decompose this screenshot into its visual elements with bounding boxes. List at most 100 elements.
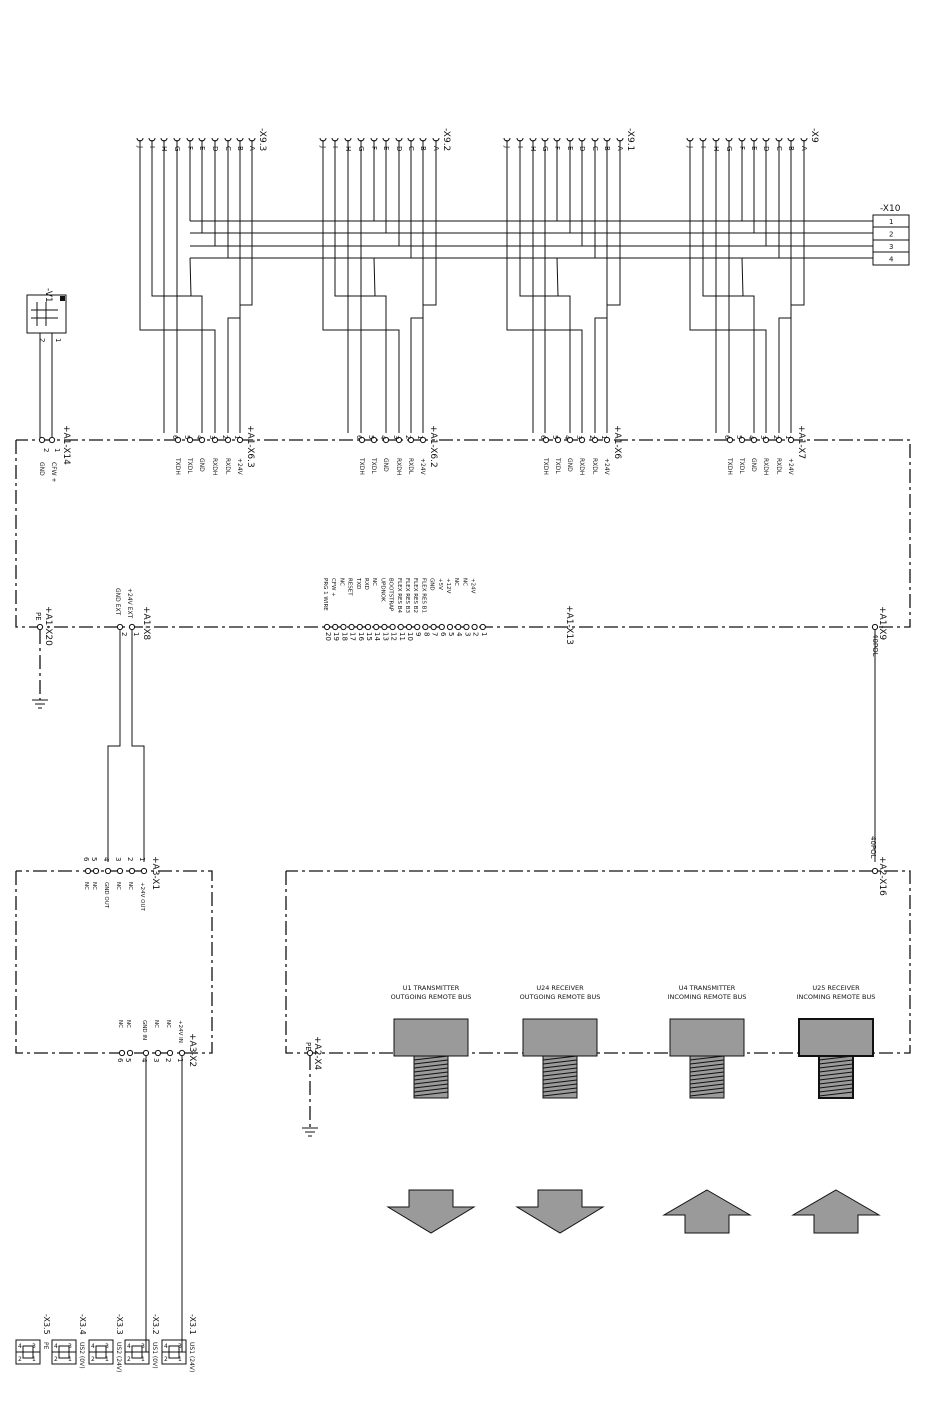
thread-line — [413, 1083, 449, 1089]
v1-label: -V1 — [43, 288, 53, 303]
thread-line — [689, 1063, 725, 1069]
signal-name: RXDH — [211, 458, 218, 475]
fiber-module-body — [393, 1018, 469, 1057]
x6-pin — [395, 436, 403, 444]
pin-number: 2 — [91, 1356, 95, 1363]
module-title: U24 RECEIVER — [536, 984, 584, 992]
fiber-module-body — [522, 1018, 598, 1057]
x8-pin — [128, 623, 136, 631]
signal-name: TXDH — [174, 457, 181, 475]
pin-number: 1 — [132, 632, 140, 636]
signal-name: +24V — [470, 578, 476, 594]
x14-pin — [38, 436, 46, 444]
pin-number: 5 — [735, 435, 743, 439]
signal-name: RXDH — [578, 458, 585, 475]
thread-line — [542, 1071, 578, 1077]
thread-line — [542, 1083, 578, 1089]
pin-number: 9 — [414, 632, 422, 636]
signal-name: RXDH — [395, 458, 402, 475]
x6-pin — [591, 436, 599, 444]
signal-name: RXDL — [591, 458, 598, 475]
connector-id: -X3.3 — [115, 1314, 124, 1335]
signal-name: NC — [83, 882, 89, 890]
pin-number: 1 — [138, 857, 146, 861]
pin-number: 20 — [324, 632, 332, 641]
pin-number: 4 — [563, 435, 571, 440]
connector-label: +A3-X2 — [187, 1033, 197, 1067]
x10-row-number: 3 — [889, 243, 893, 251]
x6-pin — [174, 436, 182, 444]
thread-line — [542, 1063, 578, 1069]
signal-name: RXDL — [224, 458, 231, 475]
pin-number: 1 — [480, 632, 488, 636]
signal-name: CFW + — [50, 462, 57, 483]
connector-label: +A1-X6.3 — [245, 425, 255, 468]
terminal-signal: PE — [42, 1342, 49, 1350]
signal-name: +24V IN — [177, 1020, 183, 1043]
terminal-signal: US2 (24V) — [115, 1342, 122, 1372]
connector-label: +A1-X6 — [612, 425, 622, 459]
pin-number: 4 — [140, 1058, 148, 1063]
connector-id: -X10 — [880, 204, 901, 214]
x13-pin — [455, 623, 462, 631]
x20-pin — [36, 623, 44, 631]
x13-pin — [430, 623, 437, 631]
thread-line — [542, 1075, 578, 1081]
thread-line — [689, 1083, 725, 1089]
pin-number: 4 — [18, 1343, 22, 1350]
pin-number: 5 — [551, 435, 559, 439]
signal-name: UPDNOK — [379, 578, 385, 602]
fiber-module-body — [669, 1018, 745, 1057]
signal-name: TXDH — [542, 457, 549, 475]
signal-name: FLEX RES B1 — [420, 578, 426, 613]
x16-pin — [871, 867, 879, 875]
pin-number: 2 — [127, 1356, 131, 1363]
x10-row-number: 1 — [889, 218, 893, 226]
thread-line — [413, 1087, 449, 1093]
thread-line — [413, 1067, 449, 1073]
x6-pin — [382, 436, 390, 444]
module-title: U25 RECEIVER — [812, 984, 860, 992]
terminal-signal: US1 (24V) — [188, 1342, 195, 1372]
pin-number: 6 — [723, 435, 731, 440]
thread-line — [818, 1075, 854, 1081]
signal-name: RESET — [347, 578, 353, 596]
pin-number: 3 — [463, 632, 471, 636]
x13-pin — [463, 623, 470, 631]
arrow-down-icon — [515, 1189, 605, 1234]
pin-number: 3 — [32, 1343, 36, 1350]
x13-pin — [479, 623, 486, 631]
thread-line — [689, 1067, 725, 1073]
pin-number: 6 — [82, 857, 90, 862]
pin-number: 1 — [600, 435, 608, 439]
signal-name: RXDL — [775, 458, 782, 475]
a3x1-pin — [128, 867, 136, 875]
x6-pin — [775, 436, 783, 444]
signal-name: RXD — [363, 578, 369, 590]
a2-frame — [285, 870, 911, 1054]
connector-label: +A1-X6.2 — [428, 425, 438, 468]
pin-number: 6 — [355, 435, 363, 440]
pin-number: 12 — [390, 632, 398, 641]
thread-line — [818, 1059, 854, 1065]
pin-number: 1 — [416, 435, 424, 439]
thread-line — [542, 1091, 578, 1097]
x9-40-pin — [871, 623, 879, 631]
signal-name: PRG 1 WIRE — [322, 578, 328, 611]
pin-number: 2 — [120, 632, 128, 636]
pin-number: 3 — [392, 435, 400, 439]
signal-name: +24V — [236, 458, 243, 476]
thread-line — [818, 1071, 854, 1077]
thread-line — [542, 1079, 578, 1085]
pin-number: 15 — [365, 632, 373, 641]
thread-line — [689, 1091, 725, 1097]
module-subtitle: INCOMING REMOTE BUS — [797, 993, 876, 1001]
signal-name: NC — [127, 882, 133, 890]
thread-line — [542, 1067, 578, 1073]
pin-number: 3 — [178, 1343, 182, 1350]
thread-line — [818, 1063, 854, 1069]
x6-pin — [198, 436, 206, 444]
module-subtitle: OUTGOING REMOTE BUS — [391, 993, 472, 1001]
pin-number: 5 — [183, 435, 191, 439]
signal-name: NC — [91, 882, 97, 890]
